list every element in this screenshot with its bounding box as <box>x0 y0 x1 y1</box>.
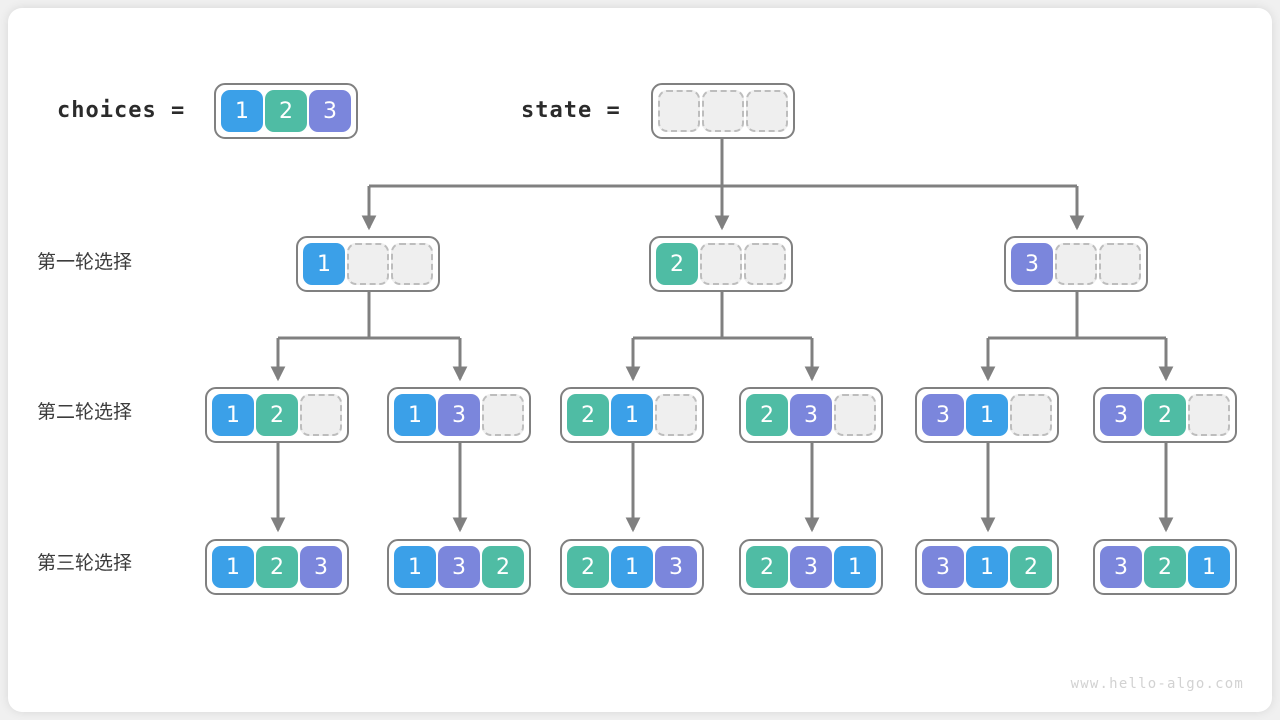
node-level3-0-cell-0: 1 <box>212 546 254 588</box>
node-level2-0-cell-0: 1 <box>212 394 254 436</box>
node-level3-3-cell-1: 3 <box>790 546 832 588</box>
node-level2-0-cell-1: 2 <box>256 394 298 436</box>
node-level1-2-cell-2 <box>1099 243 1141 285</box>
node-level3-0-cell-2: 3 <box>300 546 342 588</box>
node-level1-2-cell-0: 3 <box>1011 243 1053 285</box>
node-level3-4-cell-1: 1 <box>966 546 1008 588</box>
node-level3-1-cell-0: 1 <box>394 546 436 588</box>
node-level2-0-cell-2 <box>300 394 342 436</box>
node-level3-5-cell-2: 1 <box>1188 546 1230 588</box>
node-level2-3-cell-2 <box>834 394 876 436</box>
node-level3-4-cell-2: 2 <box>1010 546 1052 588</box>
node-level3-1-cell-2: 2 <box>482 546 524 588</box>
choices-cell-0: 1 <box>221 90 263 132</box>
node-level3-3-cell-0: 2 <box>746 546 788 588</box>
node-level1-1-cell-2 <box>744 243 786 285</box>
node-level2-2-cell-1: 1 <box>611 394 653 436</box>
node-level3-0-cell-1: 2 <box>256 546 298 588</box>
node-level1-1: 2 <box>649 236 793 292</box>
node-level1-2: 3 <box>1004 236 1148 292</box>
node-level1-2-cell-1 <box>1055 243 1097 285</box>
node-level1-0: 1 <box>296 236 440 292</box>
node-level2-5-cell-0: 3 <box>1100 394 1142 436</box>
watermark: www.hello-algo.com <box>1070 676 1244 692</box>
node-level1-0-cell-2 <box>391 243 433 285</box>
node-level2-4-cell-2 <box>1010 394 1052 436</box>
state-root-cell-2 <box>746 90 788 132</box>
node-level2-4-cell-1: 1 <box>966 394 1008 436</box>
node-level2-3-cell-0: 2 <box>746 394 788 436</box>
diagram-card <box>8 8 1272 712</box>
node-level3-2-cell-1: 1 <box>611 546 653 588</box>
node-level2-1-cell-1: 3 <box>438 394 480 436</box>
row-label-round-1: 第一轮选择 <box>37 251 133 273</box>
node-level2-3-cell-1: 3 <box>790 394 832 436</box>
node-level3-2-cell-0: 2 <box>567 546 609 588</box>
node-level2-5-cell-1: 2 <box>1144 394 1186 436</box>
state-root-cell-0 <box>658 90 700 132</box>
node-level3-2-cell-2: 3 <box>655 546 697 588</box>
node-level2-1-cell-2 <box>482 394 524 436</box>
node-level3-4-cell-0: 3 <box>922 546 964 588</box>
node-level3-1-cell-1: 3 <box>438 546 480 588</box>
node-level3-5-cell-0: 3 <box>1100 546 1142 588</box>
node-level2-2-cell-2 <box>655 394 697 436</box>
row-label-round-2: 第二轮选择 <box>37 401 133 423</box>
row-label-round-3: 第三轮选择 <box>37 552 133 574</box>
node-level1-1-cell-0: 2 <box>656 243 698 285</box>
choices-cell-2: 3 <box>309 90 351 132</box>
node-level1-0-cell-1 <box>347 243 389 285</box>
node-level1-1-cell-1 <box>700 243 742 285</box>
node-level2-2-cell-0: 2 <box>567 394 609 436</box>
node-level1-0-cell-0: 1 <box>303 243 345 285</box>
node-level3-5-cell-1: 2 <box>1144 546 1186 588</box>
state-label: state = <box>521 98 621 123</box>
choices-cell-1: 2 <box>265 90 307 132</box>
state-array-root <box>651 83 795 139</box>
node-level3-3-cell-2: 1 <box>834 546 876 588</box>
choices-label: choices = <box>57 98 186 123</box>
node-level2-4-cell-0: 3 <box>922 394 964 436</box>
node-level2-1-cell-0: 1 <box>394 394 436 436</box>
state-root-cell-1 <box>702 90 744 132</box>
node-level2-5-cell-2 <box>1188 394 1230 436</box>
